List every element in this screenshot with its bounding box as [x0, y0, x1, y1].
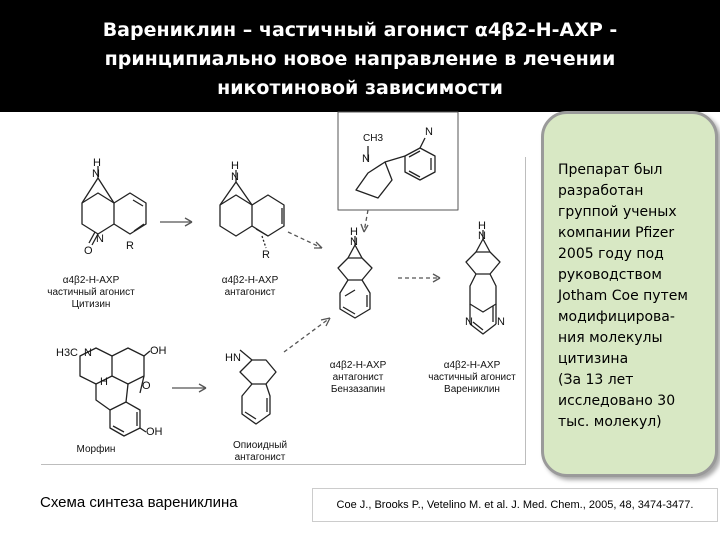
atom-h: H	[478, 220, 486, 232]
atom-ch3: CH3	[363, 133, 384, 144]
arrow-antagonist-to-benzazepine	[287, 231, 323, 249]
arrow-opioid-to-benzazepine	[283, 317, 331, 353]
atom-o: O	[142, 380, 151, 392]
opioid-antagonist-structure	[239, 349, 277, 425]
scheme-frame	[41, 157, 526, 465]
atom-o: O	[84, 245, 93, 257]
atom-h: H	[93, 157, 101, 169]
cytisine-structure	[81, 166, 147, 246]
atom-hn: HN	[225, 352, 241, 364]
atom-h: H	[231, 160, 239, 172]
atom-r: R	[262, 249, 270, 261]
atom-n: N	[350, 236, 358, 248]
info-text: Препарат был разработан группой ученых к…	[558, 162, 688, 430]
citation: Coe J., Brooks P., Vetelino M. et al. J.…	[312, 488, 718, 522]
benzazepine-structure	[337, 236, 373, 319]
atom-n: N	[362, 153, 370, 165]
atom-n: N	[425, 126, 433, 138]
label-cytisine: α4β2-Н-АХР частичный агонист Цитизин	[47, 275, 135, 310]
atom-oh: OH	[150, 345, 167, 357]
nicotine-structure	[337, 111, 459, 211]
scheme-caption: Схема синтеза варениклина	[40, 494, 238, 511]
arrow-nicotine-to-benzazepine	[363, 209, 369, 233]
varenicline-structure	[465, 230, 501, 335]
atom-n: N	[465, 316, 473, 328]
reaction-arrows	[160, 209, 441, 393]
atom-n: N	[96, 233, 104, 245]
atom-n: N	[84, 347, 92, 359]
label-varenicline: α4β2-Н-АХР частичный агонист Варениклин	[428, 360, 516, 395]
atom-h3c: H3C	[56, 347, 79, 359]
antagonist1-structure	[219, 170, 285, 249]
atom-r: R	[126, 240, 134, 252]
slide-title: Варениклин – частичный агонист α4β2-Н-АХ…	[102, 19, 618, 99]
atom-n: N	[497, 316, 505, 328]
atom-oh: OH	[146, 426, 163, 438]
label-morphine: Морфин	[76, 444, 116, 455]
atom-n: N	[231, 171, 239, 183]
morphine-structure	[79, 347, 151, 437]
label-opioid-antagonist: Опиоидный антагонист	[232, 440, 288, 463]
atom-h: H	[350, 226, 358, 238]
title-bar	[0, 0, 720, 112]
label-antagonist1: α4β2-Н-АХР антагонист	[221, 275, 279, 298]
atom-h: H	[100, 376, 108, 388]
label-benzazepine: α4β2-Н-АХР антагонист Бензазапин	[329, 360, 387, 395]
atom-n: N	[92, 168, 100, 180]
info-box: Препарат был разработан группой ученых к…	[541, 111, 718, 477]
atom-n: N	[478, 230, 486, 242]
